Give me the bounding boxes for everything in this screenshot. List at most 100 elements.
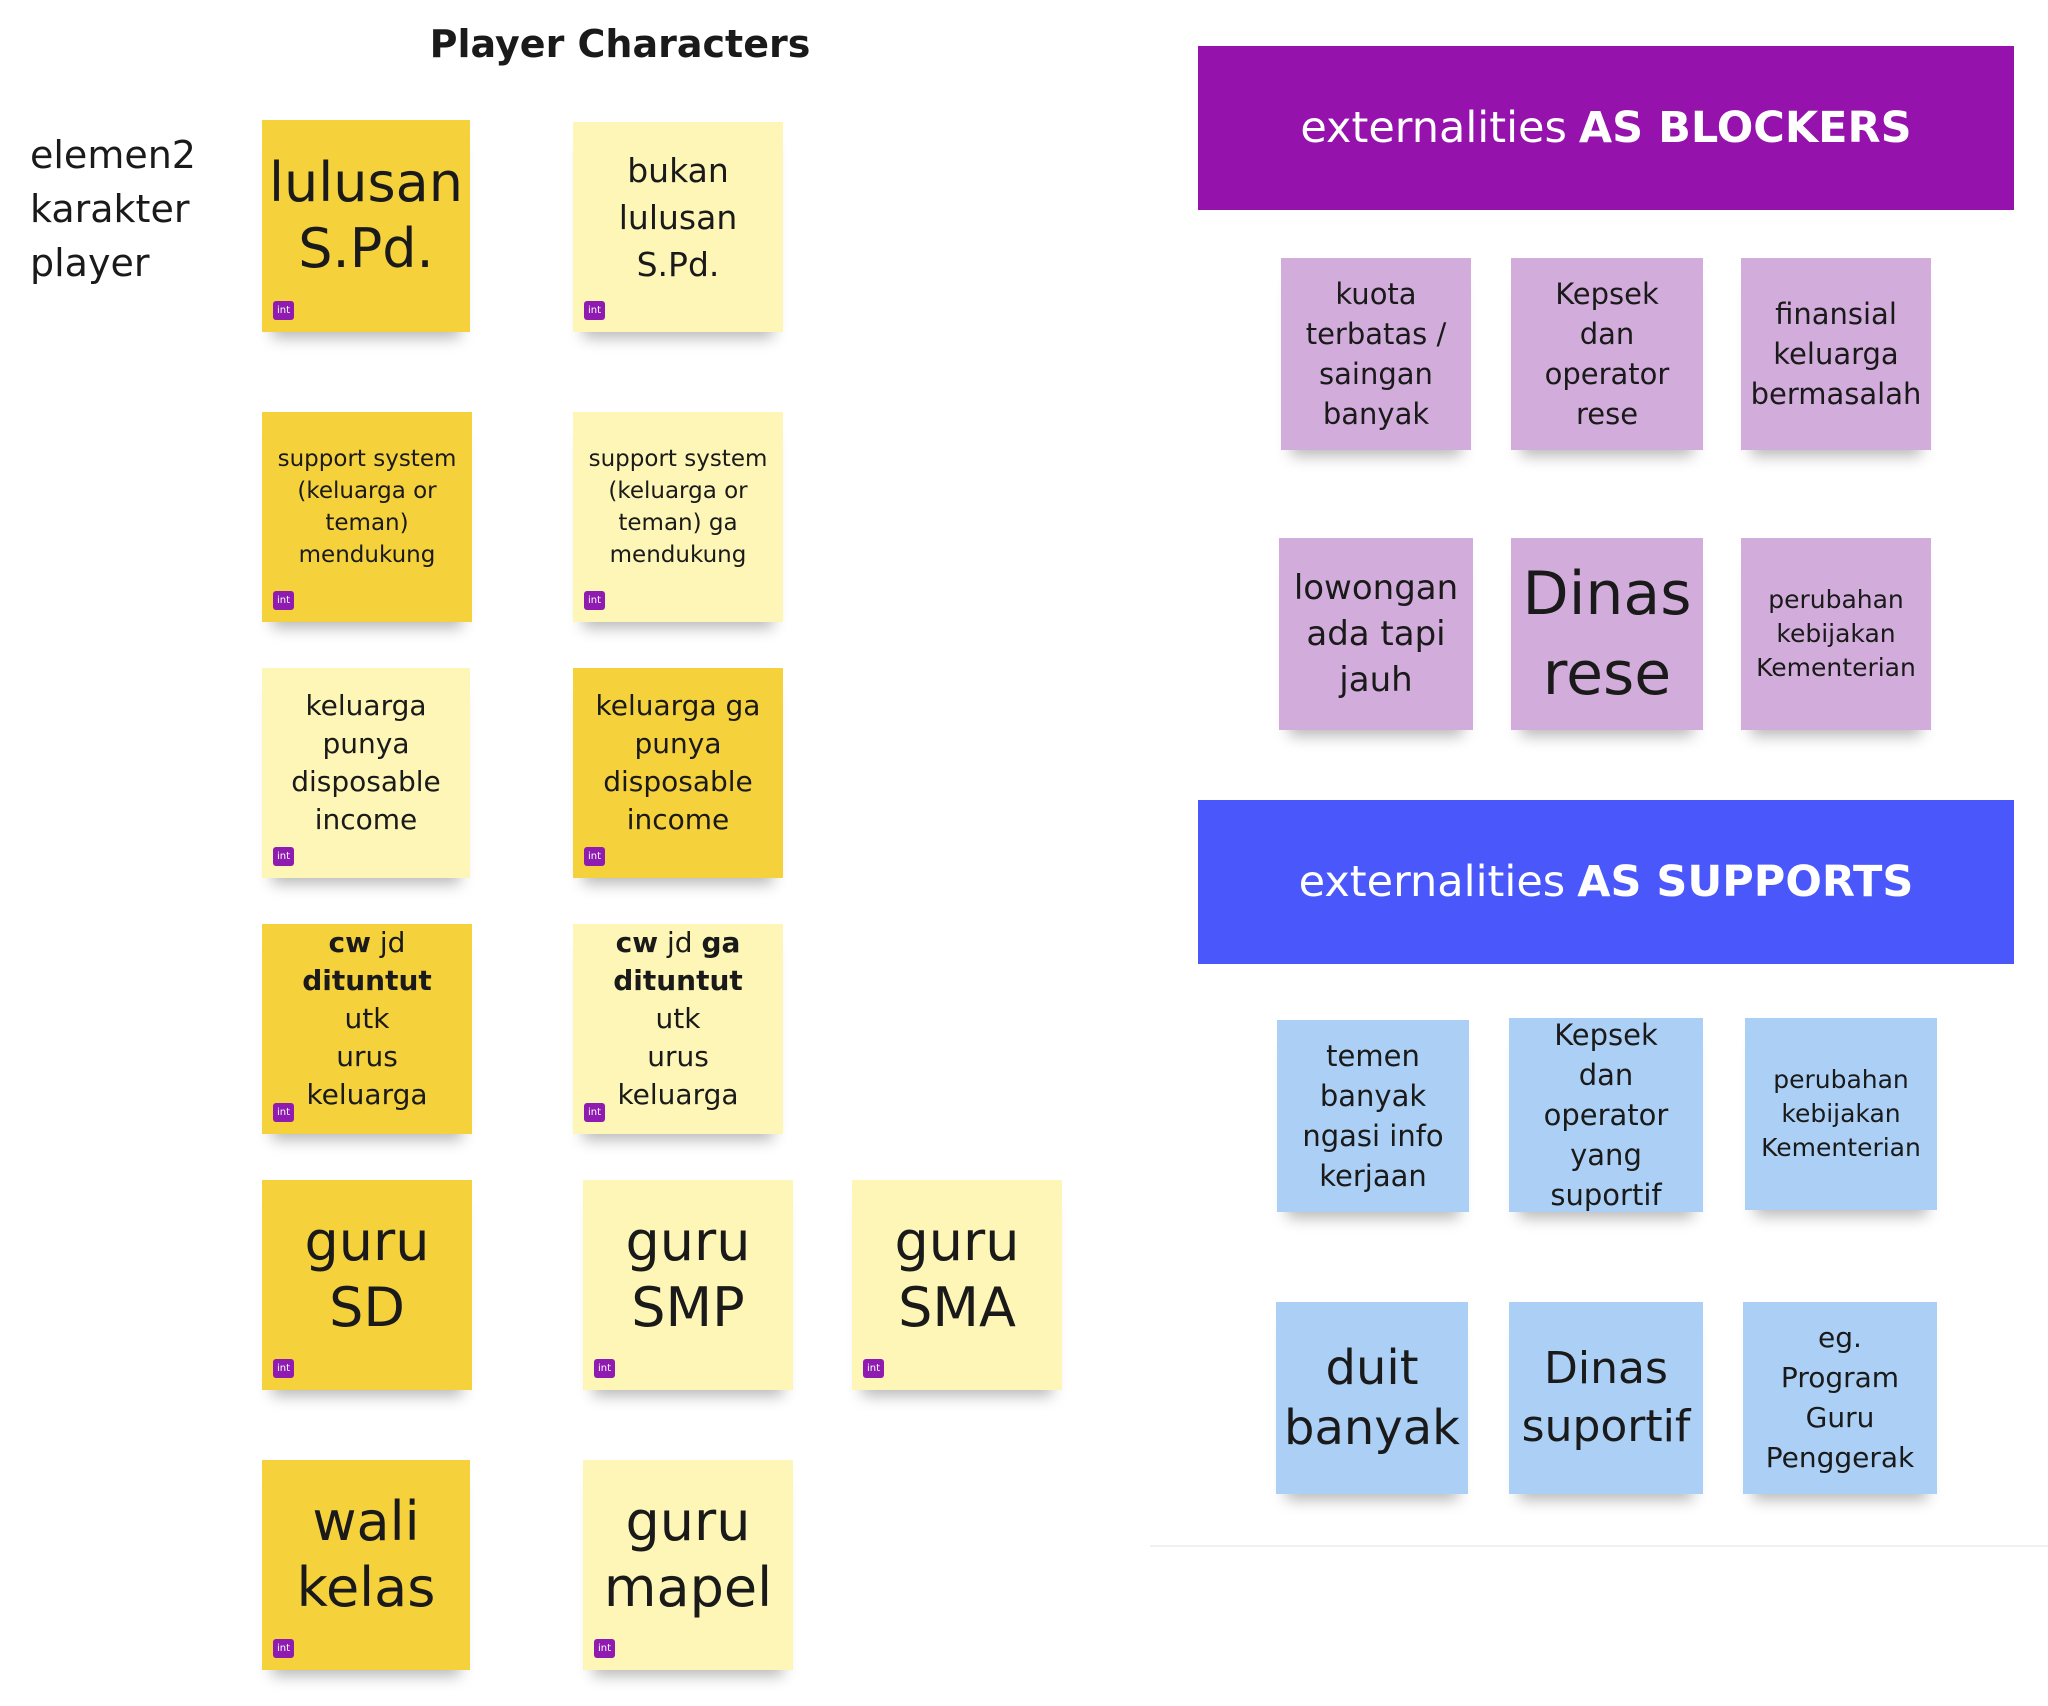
note-line: guru bbox=[625, 1490, 751, 1553]
sticky-note-finansial-bermasalah[interactable]: finansial keluarga bermasalah bbox=[1741, 258, 1931, 450]
tag-badge[interactable]: int bbox=[594, 1639, 615, 1658]
note-line: support system bbox=[588, 446, 768, 472]
banner-externalities-supports: externalities AS SUPPORTS bbox=[1198, 800, 2014, 964]
note-line: mapel bbox=[603, 1556, 773, 1619]
tag-badge[interactable]: int bbox=[584, 1103, 605, 1122]
sticky-note-support-ga-mendukung[interactable]: support system (keluarga or teman) ga me… bbox=[573, 412, 783, 622]
sticky-note-guru-sd[interactable]: guru SD int bbox=[262, 1180, 472, 1390]
note-line: Kepsek dan bbox=[1554, 1018, 1658, 1092]
tag-badge[interactable]: int bbox=[584, 301, 605, 320]
note-line: keluarga ga bbox=[595, 689, 761, 722]
tag-badge[interactable]: int bbox=[273, 1639, 294, 1658]
note-line: S.Pd. bbox=[298, 217, 434, 280]
note-line: (keluarga or bbox=[608, 478, 748, 504]
note-line: saingan bbox=[1319, 357, 1433, 391]
note-bold: cw bbox=[615, 926, 659, 959]
note-line: bukan bbox=[627, 150, 729, 190]
sticky-note-keluarga-ga-punya-income[interactable]: keluarga ga punya disposable income int bbox=[573, 668, 783, 878]
tag-badge[interactable]: int bbox=[584, 591, 605, 610]
note-line: urus keluarga bbox=[617, 1040, 739, 1111]
note-line: lulusan bbox=[269, 151, 463, 214]
sticky-note-kepsek-rese[interactable]: Kepsek dan operator rese bbox=[1511, 258, 1703, 450]
sticky-note-guru-sma[interactable]: guru SMA int bbox=[852, 1180, 1062, 1390]
sticky-note-lulusan-spd[interactable]: lulusan S.Pd. int bbox=[262, 120, 470, 332]
note-bold: ga bbox=[701, 926, 741, 959]
note-line: kerjaan bbox=[1319, 1159, 1427, 1193]
sticky-note-dinas-rese[interactable]: Dinas rese bbox=[1511, 538, 1703, 730]
note-bold: cw bbox=[328, 926, 371, 959]
note-line: keluarga bbox=[305, 689, 427, 722]
sticky-note-duit-banyak[interactable]: duit banyak bbox=[1276, 1302, 1468, 1494]
note-line: banyak bbox=[1284, 1400, 1460, 1456]
note-line: Guru bbox=[1805, 1401, 1875, 1434]
sticky-note-cw-dituntut[interactable]: cw jd dituntut utk urus keluarga int bbox=[262, 924, 472, 1134]
note-line: perubahan bbox=[1773, 1065, 1909, 1094]
note-line: guru bbox=[625, 1210, 751, 1273]
note-line: kelas bbox=[296, 1556, 436, 1619]
note-text: jd bbox=[371, 926, 406, 959]
sticky-note-kuota-terbatas[interactable]: kuota terbatas / saingan banyak bbox=[1281, 258, 1471, 450]
note-line: kuota bbox=[1335, 277, 1417, 311]
note-line: Program bbox=[1780, 1361, 1900, 1394]
sticky-note-guru-mapel[interactable]: guru mapel int bbox=[583, 1460, 793, 1670]
sticky-note-temen-banyak[interactable]: temen banyak ngasi info kerjaan bbox=[1277, 1020, 1469, 1212]
note-line: S.Pd. bbox=[636, 244, 720, 284]
sticky-note-support-mendukung[interactable]: support system (keluarga or teman) mendu… bbox=[262, 412, 472, 622]
banner-bold-text: AS BLOCKERS bbox=[1578, 103, 1912, 153]
note-line: duit bbox=[1325, 1340, 1419, 1396]
note-line: income bbox=[626, 803, 730, 836]
note-line: SD bbox=[329, 1276, 405, 1339]
note-line: lulusan bbox=[618, 197, 738, 237]
note-line: terbatas / bbox=[1305, 317, 1447, 351]
note-bold: dituntut bbox=[613, 964, 743, 997]
tag-badge[interactable]: int bbox=[273, 1359, 294, 1378]
note-line: ngasi info bbox=[1302, 1119, 1444, 1153]
sticky-note-bukan-lulusan-spd[interactable]: bukan lulusan S.Pd. int bbox=[573, 122, 783, 332]
row-label-line: karakter bbox=[30, 187, 190, 231]
sticky-note-wali-kelas[interactable]: wali kelas int bbox=[262, 1460, 470, 1670]
note-line: Kementerian bbox=[1756, 653, 1916, 682]
sticky-note-lowongan-jauh[interactable]: lowongan ada tapi jauh bbox=[1279, 538, 1473, 730]
divider bbox=[1150, 1545, 2048, 1547]
sticky-note-program-guru-penggerak[interactable]: eg. Program Guru Penggerak bbox=[1743, 1302, 1937, 1494]
row-label-line: player bbox=[30, 241, 150, 285]
note-line: rese bbox=[1542, 639, 1672, 709]
tag-badge[interactable]: int bbox=[584, 847, 605, 866]
tag-badge[interactable]: int bbox=[273, 847, 294, 866]
note-line: teman) bbox=[325, 510, 409, 536]
sticky-note-cw-ga-dituntut[interactable]: cw jd ga dituntut utk urus keluarga int bbox=[573, 924, 783, 1134]
note-line: Kementerian bbox=[1761, 1133, 1921, 1162]
tag-badge[interactable]: int bbox=[273, 591, 294, 610]
sticky-note-dinas-suportif[interactable]: Dinas suportif bbox=[1509, 1302, 1703, 1494]
note-line: keluarga bbox=[1773, 337, 1899, 371]
note-line: yang bbox=[1570, 1138, 1642, 1172]
note-text: utk bbox=[655, 1002, 701, 1035]
note-line: lowongan bbox=[1293, 568, 1459, 608]
sticky-note-guru-smp[interactable]: guru SMP int bbox=[583, 1180, 793, 1390]
note-line: rese bbox=[1575, 397, 1639, 431]
note-line: Dinas bbox=[1544, 1343, 1668, 1394]
note-line: banyak bbox=[1322, 397, 1430, 431]
note-line: operator bbox=[1544, 357, 1670, 391]
note-line: suportif bbox=[1550, 1178, 1662, 1212]
tag-badge[interactable]: int bbox=[594, 1359, 615, 1378]
note-line: urus keluarga bbox=[306, 1040, 428, 1111]
tag-badge[interactable]: int bbox=[273, 1103, 294, 1122]
sticky-note-keluarga-punya-income[interactable]: keluarga punya disposable income int bbox=[262, 668, 470, 878]
note-line: kebijakan bbox=[1776, 619, 1896, 648]
note-line: income bbox=[314, 803, 418, 836]
note-line: Penggerak bbox=[1765, 1441, 1915, 1474]
sticky-note-perubahan-kebijakan-support[interactable]: perubahan kebijakan Kementerian bbox=[1745, 1018, 1937, 1210]
tag-badge[interactable]: int bbox=[863, 1359, 884, 1378]
sticky-note-kepsek-suportif[interactable]: Kepsek dan operator yang suportif bbox=[1509, 1018, 1703, 1212]
note-line: operator bbox=[1543, 1098, 1669, 1132]
note-line: disposable bbox=[603, 765, 753, 798]
note-line: support system bbox=[277, 446, 457, 472]
note-line: dituntut utk bbox=[276, 962, 458, 1038]
row-label: elemen2 karakter player bbox=[30, 128, 240, 290]
sticky-note-perubahan-kebijakan-blocker[interactable]: perubahan kebijakan Kementerian bbox=[1741, 538, 1931, 730]
tag-badge[interactable]: int bbox=[273, 301, 294, 320]
note-text: jd bbox=[658, 926, 702, 959]
note-line: bermasalah bbox=[1750, 377, 1922, 411]
section-title: Player Characters bbox=[429, 22, 811, 66]
